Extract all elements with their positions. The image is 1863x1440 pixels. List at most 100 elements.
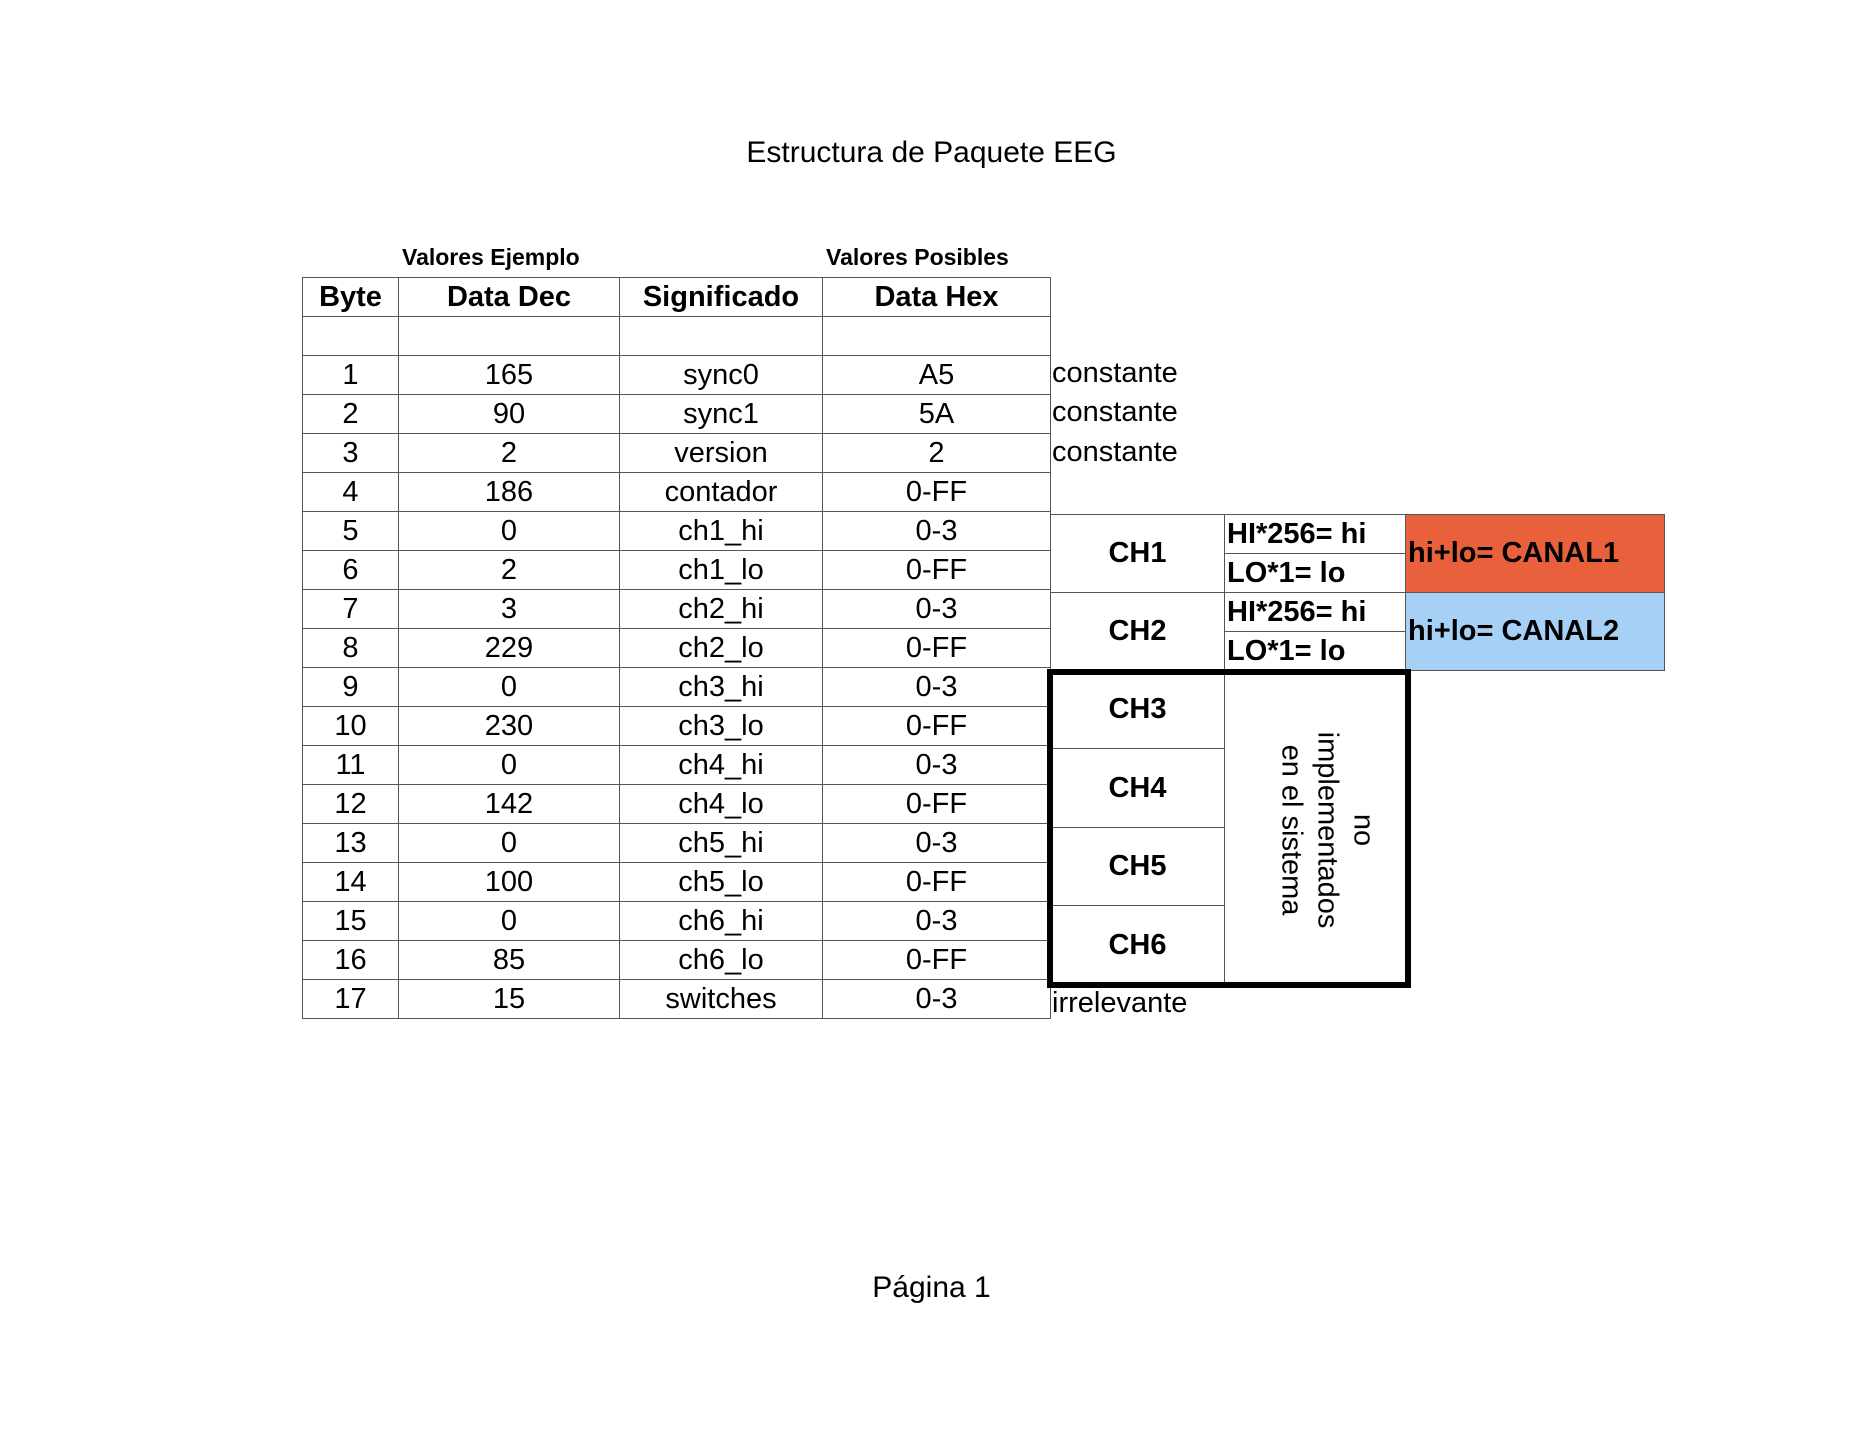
data-hex-cell: 0-FF: [822, 862, 1051, 902]
data-dec-cell: [398, 316, 620, 356]
byte-cell: 1: [302, 355, 399, 395]
data-hex-cell: 0-FF: [822, 472, 1051, 512]
significado-cell: ch5_hi: [619, 823, 823, 863]
byte-cell: 8: [302, 628, 399, 668]
ch1-label: CH1: [1050, 514, 1225, 593]
data-dec-cell: 142: [398, 784, 620, 824]
byte-cell: 9: [302, 667, 399, 707]
note-constante-3: constante: [1052, 436, 1178, 468]
significado-cell: sync0: [619, 355, 823, 395]
significado-cell: ch2_hi: [619, 589, 823, 629]
significado-cell: ch3_lo: [619, 706, 823, 746]
byte-cell: 11: [302, 745, 399, 785]
ch2-label: CH2: [1050, 592, 1225, 671]
data-hex-cell: 0-3: [822, 823, 1051, 863]
data-dec-cell: 15: [398, 979, 620, 1019]
data-dec-cell: 0: [398, 823, 620, 863]
data-dec-cell: 0: [398, 745, 620, 785]
ch1-lo-formula: LO*1= lo: [1224, 553, 1406, 593]
data-hex-cell: A5: [822, 355, 1051, 395]
significado-cell: sync1: [619, 394, 823, 434]
data-hex-cell: 0-3: [822, 745, 1051, 785]
byte-cell: 2: [302, 394, 399, 434]
data-dec-cell: 0: [398, 511, 620, 551]
byte-cell: 17: [302, 979, 399, 1019]
significado-cell: ch4_lo: [619, 784, 823, 824]
column-header-data-dec: Data Dec: [398, 277, 620, 317]
significado-cell: switches: [619, 979, 823, 1019]
data-hex-cell: 0-3: [822, 901, 1051, 941]
byte-cell: 6: [302, 550, 399, 590]
byte-cell: 3: [302, 433, 399, 473]
significado-cell: ch1_lo: [619, 550, 823, 590]
byte-cell: 7: [302, 589, 399, 629]
significado-cell: [619, 316, 823, 356]
byte-cell: 13: [302, 823, 399, 863]
byte-cell: 15: [302, 901, 399, 941]
table-row: [302, 316, 1051, 356]
significado-cell: ch5_lo: [619, 862, 823, 902]
data-dec-cell: 165: [398, 355, 620, 395]
canal1-box: hi+lo= CANAL1: [1405, 514, 1665, 593]
ch2-hi-formula: HI*256= hi: [1224, 592, 1406, 632]
byte-cell: 5: [302, 511, 399, 551]
data-dec-cell: 2: [398, 433, 620, 473]
page-title: Estructura de Paquete EEG: [746, 136, 1117, 169]
data-dec-cell: 3: [398, 589, 620, 629]
data-hex-cell: 0-FF: [822, 706, 1051, 746]
significado-cell: ch4_hi: [619, 745, 823, 785]
data-hex-cell: 0-FF: [822, 550, 1051, 590]
significado-cell: ch6_lo: [619, 940, 823, 980]
data-dec-cell: 85: [398, 940, 620, 980]
data-dec-cell: 186: [398, 472, 620, 512]
not-implemented-frame: [1047, 669, 1411, 988]
byte-cell: 10: [302, 706, 399, 746]
valores-posibles-label: Valores Posibles: [826, 244, 1009, 270]
ch2-lo-formula: LO*1= lo: [1224, 631, 1406, 671]
significado-cell: ch3_hi: [619, 667, 823, 707]
data-hex-cell: 0-FF: [822, 628, 1051, 668]
data-dec-cell: 229: [398, 628, 620, 668]
data-hex-cell: 2: [822, 433, 1051, 473]
data-hex-cell: 0-3: [822, 979, 1051, 1019]
valores-ejemplo-label: Valores Ejemplo: [402, 244, 580, 270]
significado-cell: ch1_hi: [619, 511, 823, 551]
table-header-row: Byte Data Dec Significado Data Hex: [302, 277, 1051, 317]
page-footer: Página 1: [872, 1271, 991, 1304]
data-hex-cell: 5A: [822, 394, 1051, 434]
data-dec-cell: 100: [398, 862, 620, 902]
significado-cell: version: [619, 433, 823, 473]
ch1-hi-formula: HI*256= hi: [1224, 514, 1406, 554]
data-hex-cell: 0-FF: [822, 784, 1051, 824]
significado-cell: contador: [619, 472, 823, 512]
data-dec-cell: 0: [398, 667, 620, 707]
note-constante-1: constante: [1052, 357, 1178, 389]
significado-cell: ch6_hi: [619, 901, 823, 941]
byte-cell: 4: [302, 472, 399, 512]
canal2-box: hi+lo= CANAL2: [1405, 592, 1665, 671]
data-hex-cell: 0-FF: [822, 940, 1051, 980]
data-dec-cell: 230: [398, 706, 620, 746]
column-header-byte: Byte: [302, 277, 399, 317]
byte-cell: [302, 316, 399, 356]
data-dec-cell: 0: [398, 901, 620, 941]
data-hex-cell: [822, 316, 1051, 356]
